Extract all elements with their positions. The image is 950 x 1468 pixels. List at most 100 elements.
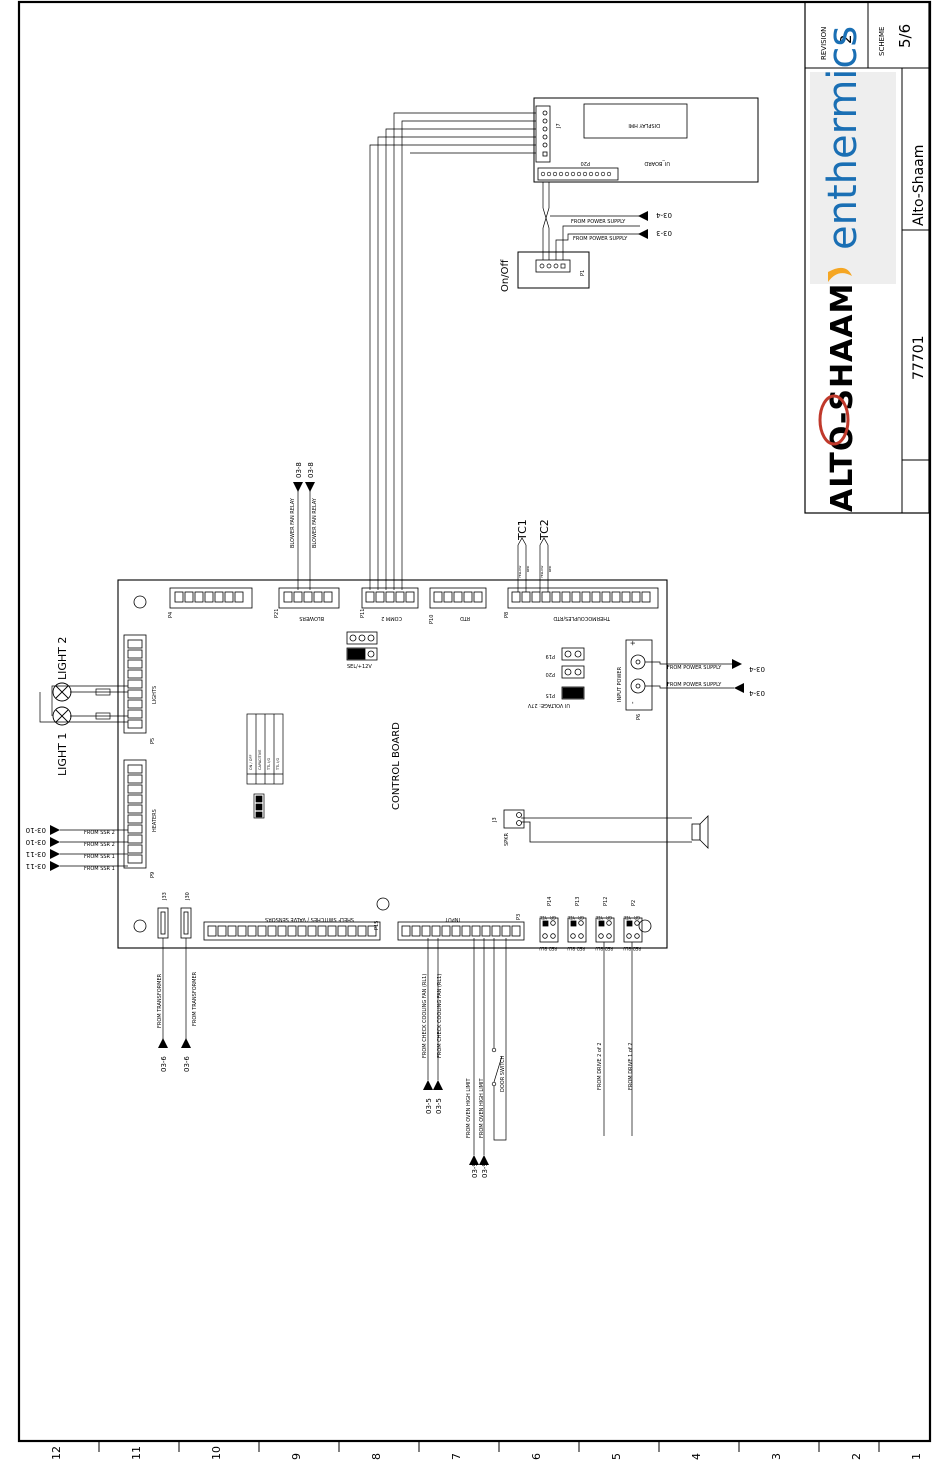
- mounting-hole-bm: [376, 897, 390, 911]
- input-arrows: [423, 1080, 489, 1165]
- from-check-cooling-fan-label-1: FROM CHECK COOLING FAN (RL1): [422, 974, 428, 1058]
- p12-pin-gr: GR: [606, 915, 612, 920]
- mounting-hole-br: [638, 919, 652, 933]
- light-bulb-icon-1: [52, 706, 72, 726]
- heater-wiring: [60, 829, 128, 867]
- connector-j33: [157, 907, 169, 939]
- ref-03-10-a: 03-10: [26, 826, 46, 834]
- relay-table-row-1: CAPACITIVE: [258, 750, 262, 770]
- enthermics-logo-text: enthermics: [820, 26, 866, 250]
- from-drive-1-label: FROM DRIVE 1 of 2: [628, 1042, 634, 1090]
- ruler-number-10: 10: [210, 1446, 223, 1460]
- on-off-p1-label: P1: [580, 270, 586, 276]
- ref-03-4-mid: 03-4: [749, 665, 765, 673]
- from-power-supply-label-2: FROM POWER SUPPLY: [573, 236, 628, 242]
- thermocouples-label: THERMOCOUPLES/RTD: [553, 615, 611, 621]
- drawing-border: [17, 0, 932, 1443]
- company-name: Alto-Shaam: [911, 145, 927, 226]
- p13-label: P13: [575, 897, 581, 906]
- from-power-supply-label-1: FROM POWER SUPPLY: [571, 219, 626, 225]
- ref-03-8-b: 03-8: [307, 462, 315, 478]
- comm-wiring: [369, 112, 536, 590]
- rtd-label: RTD: [460, 615, 470, 621]
- on-off-label: On/Off: [500, 259, 511, 292]
- scheme-value: 5/6: [896, 24, 914, 48]
- jumpers-p19-p20-p15: [561, 647, 585, 700]
- connector-p11-comm2: [361, 587, 419, 609]
- tc2-wire-label: YELLOW: [540, 566, 544, 578]
- input-power-wiring: [645, 661, 734, 689]
- blowers-label: BLOWERS: [299, 615, 324, 621]
- p12-pin-yel: YEL: [595, 915, 604, 920]
- p14-pin-blu: BLU: [539, 946, 547, 951]
- tc1-label: TC1: [516, 519, 529, 541]
- swoosh-icon: [818, 394, 850, 446]
- p21-label: P21: [274, 609, 280, 618]
- revision-label: REVISION: [820, 27, 828, 60]
- shelf-switches-label: SHELF SWITCHES / VALVE SENSORS: [265, 916, 354, 922]
- p6-minus-label: -: [629, 701, 637, 704]
- from-ssr-2-label-b: FROM SSR 2: [84, 842, 115, 848]
- p2-pin-red: RED: [633, 946, 641, 951]
- relay-table-row-2: TTL I/O: [267, 758, 271, 771]
- light-2-label: LIGHT 2: [56, 637, 69, 680]
- light-1-label: LIGHT 1: [56, 733, 69, 776]
- tc2-wire-label-2: RED: [548, 565, 552, 572]
- lights-wiring: [39, 685, 128, 723]
- p9-label: P9: [150, 872, 156, 878]
- drawing-number: 77701: [911, 335, 927, 380]
- connector-j30: [180, 907, 192, 939]
- ref-03-9-a: 03-9: [471, 1162, 479, 1178]
- connector-p10-rtd: [429, 587, 487, 609]
- lights-label: LIGHTS: [152, 686, 158, 704]
- heaters-label: HEATERS: [152, 809, 158, 832]
- connector-p8-thermocouples: [507, 587, 659, 609]
- from-power-supply-label-4: FROM POWER SUPPLY: [667, 682, 722, 688]
- p14-pin-red: RED: [549, 946, 557, 951]
- ruler-number-8: 8: [370, 1453, 383, 1460]
- ref-03-6-b: 03-6: [183, 1056, 191, 1072]
- p2-pin-yel: YEL: [623, 915, 632, 920]
- from-ssr-1-label-a: FROM SSR 1: [84, 854, 115, 860]
- p6-label: P6: [636, 714, 642, 720]
- ruler-number-7: 7: [450, 1453, 463, 1460]
- company-logo: ALTO-SHAAM enthermics: [810, 26, 896, 512]
- p12-label: P12: [603, 897, 609, 906]
- p12-pin-blu: BLU: [595, 946, 603, 951]
- sel-12v-jumper: [346, 631, 378, 661]
- ref-03-6-a: 03-6: [160, 1056, 168, 1072]
- blower-relay-arrows: [293, 482, 315, 492]
- control-board-title: CONTROL BOARD: [391, 722, 402, 810]
- p2-pin-blu: BLU: [623, 946, 631, 951]
- p13-pin-yel: YEL: [567, 915, 576, 920]
- p8-label: P8: [504, 612, 510, 618]
- ref-03-11-b: 03-11: [26, 862, 46, 870]
- heater-arrows: [50, 825, 60, 871]
- from-transformer-label-1: FROM TRANSFORMER: [157, 973, 163, 1028]
- j30-label: J30: [185, 892, 191, 901]
- ruler-number-12: 12: [50, 1446, 63, 1460]
- input-label: INPUT: [444, 916, 460, 922]
- tc1-wire-label-2: RED: [526, 565, 530, 572]
- control-board: [117, 579, 668, 949]
- p19-label: P19: [546, 653, 555, 659]
- p6-plus-label: +: [629, 640, 637, 646]
- j3-label: J3: [492, 817, 498, 823]
- thermocouple-tc1: [517, 537, 527, 592]
- blower-fan-relay-label-1: BLOWER FAN RELAY: [290, 497, 296, 548]
- ref-03-3: 03-3: [656, 229, 672, 237]
- relay-table-on-off: ON / OFF: [249, 754, 253, 770]
- comm2-label: COMM 2: [381, 615, 402, 621]
- scheme-label: SCHEME: [878, 27, 886, 56]
- ui-voltage-label: UI VOLTAGE: 27V: [527, 702, 570, 708]
- on-off-wiring: [542, 182, 640, 260]
- connectors-p14-p13-p12-p2: [539, 917, 643, 943]
- from-oven-high-limit-label-2: FROM OVEN HIGH LIMIT: [479, 1078, 485, 1138]
- transformer-arrows: [158, 1038, 191, 1048]
- p13-pin-blu: BLU: [567, 946, 575, 951]
- p13-pin-red: RED: [577, 946, 585, 951]
- mounting-hole-bl: [133, 919, 147, 933]
- p3-label: P3: [516, 914, 522, 920]
- p14-label: P14: [547, 897, 553, 906]
